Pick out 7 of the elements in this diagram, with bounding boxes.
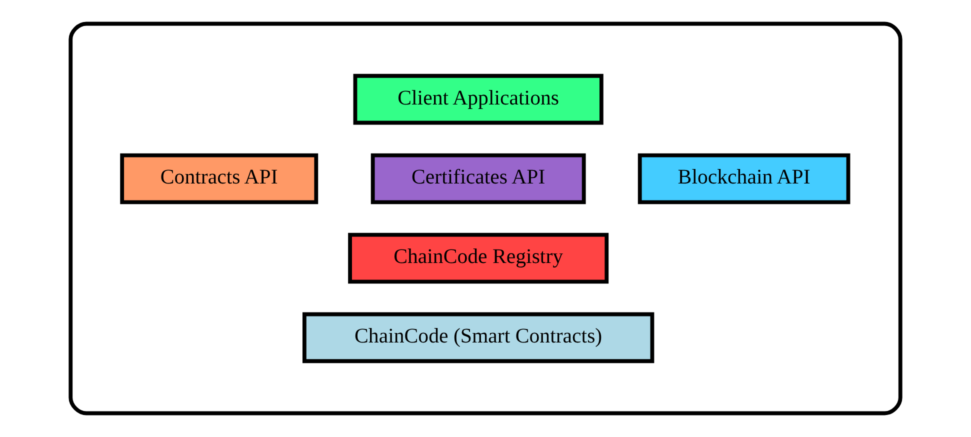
- node-box: Contracts API: [120, 153, 318, 204]
- node-box: ChainCode Registry: [348, 232, 609, 284]
- cluster: [68, 22, 902, 416]
- node-box: Certificates API: [370, 153, 586, 204]
- node-box: Client Applications: [353, 74, 604, 125]
- node-box: Blockchain API: [638, 153, 850, 204]
- node-box: ChainCode (Smart Contracts): [302, 312, 654, 364]
